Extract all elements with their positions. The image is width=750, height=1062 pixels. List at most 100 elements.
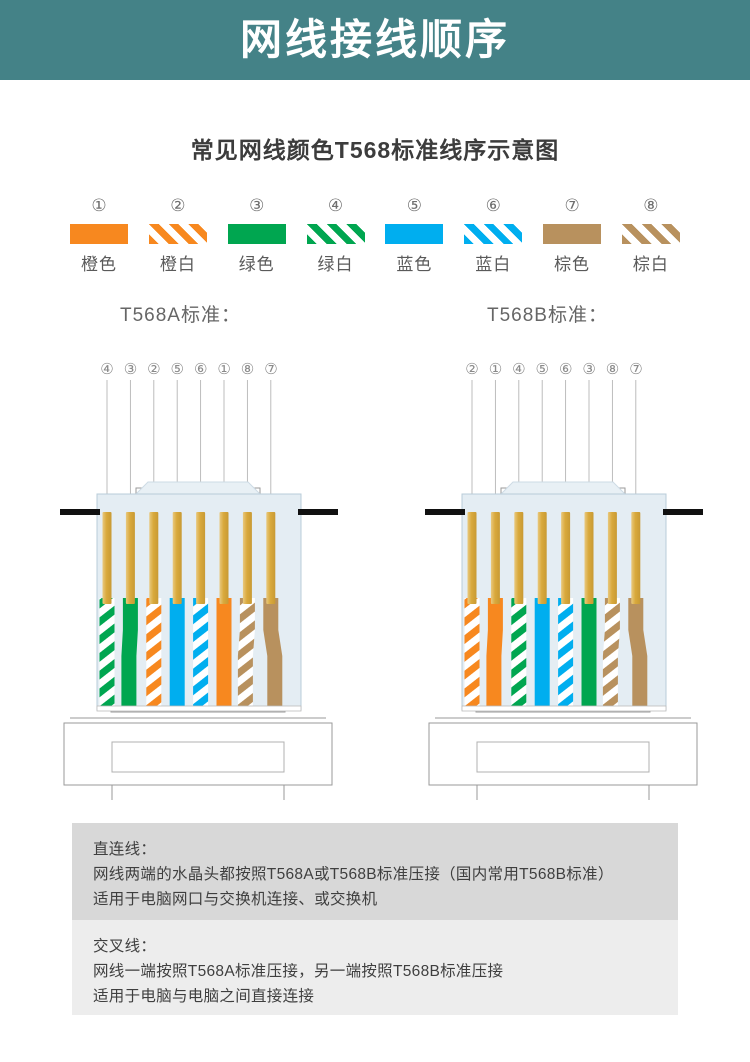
legend-number: ③ (249, 196, 265, 215)
legend-item-绿色: ③ 绿色 (221, 196, 293, 278)
crossover-heading: 交叉线： (93, 938, 157, 955)
contact-pin-3 (149, 512, 159, 604)
header-banner: 网线接线顺序 (0, 0, 750, 80)
contact-pin-8 (266, 512, 276, 604)
wire-brown-white (602, 598, 620, 710)
wire-green-white (99, 598, 115, 710)
contact-pin-2 (490, 512, 500, 604)
wire-blue (169, 598, 185, 710)
pin-number-8: ⑦ (629, 361, 643, 378)
leader-line-group (471, 380, 637, 500)
wire-brown (628, 598, 648, 710)
crossover-line-2: 适用于电脑与电脑之间直接连接 (93, 988, 315, 1005)
legend-item-蓝色: ⑤ 蓝色 (378, 196, 450, 278)
t568a-leader-lines (48, 380, 348, 500)
right-contact-tab (298, 509, 338, 515)
pin-number-5: ⑥ (558, 361, 573, 378)
pin-number-8: ⑦ (264, 361, 278, 378)
contact-pin-5 (561, 512, 571, 604)
rj45-plug-graphic (60, 481, 338, 800)
rj45-plug-graphic (425, 481, 703, 800)
wire-group (464, 512, 648, 710)
pin-number-7: ⑧ (605, 361, 620, 378)
contact-pin-5 (196, 512, 206, 604)
left-contact-tab (60, 509, 100, 515)
legend-label: 棕白 (632, 255, 669, 274)
wire-orange-white (146, 598, 162, 710)
wire-blue (534, 598, 550, 710)
leader-line-group (106, 380, 272, 500)
wire-blue-white (558, 598, 574, 710)
cable-sheath (111, 784, 285, 800)
contact-pin-1 (467, 512, 477, 604)
t568a-title: T568A标准： (120, 305, 241, 326)
legend-label: 棕色 (554, 255, 591, 274)
straight-through-heading: 直连线： (93, 841, 157, 858)
wire-green-white (511, 598, 527, 710)
page-title: 网线接线顺序 (239, 16, 510, 63)
pin-number-4: ⑤ (170, 361, 184, 378)
wire-green (121, 598, 138, 710)
contact-pin-4 (172, 512, 182, 604)
legend-label: 橙白 (159, 255, 196, 274)
wire-swatch-green (227, 224, 286, 244)
t568a-rj45-plug (48, 480, 348, 800)
plug-base-edge (96, 705, 302, 712)
legend-number: ⑤ (406, 196, 422, 215)
wire-swatch-orange-white (148, 224, 207, 244)
contact-pin-6 (584, 512, 594, 604)
legend-number: ④ (327, 196, 344, 215)
pin-number-6: ① (217, 361, 231, 378)
t568b-rj45-plug (413, 480, 713, 800)
plug-latch (134, 481, 262, 495)
contact-pin-7 (607, 512, 617, 604)
straight-through-info-block: 直连线： 网线两端的水晶头都按照T568A或T568B标准压接（国内常用T568… (72, 823, 678, 920)
contact-pin-7 (242, 512, 252, 604)
wire-orange (486, 598, 503, 710)
pin-number-2: ③ (123, 361, 138, 378)
wire-swatch-brown-white (621, 224, 680, 244)
contact-pin-8 (631, 512, 641, 604)
pin-number-4: ⑤ (535, 361, 549, 378)
contact-pin-4 (537, 512, 547, 604)
legend-label: 橙色 (81, 255, 117, 274)
wire-brown (263, 598, 283, 710)
pin-number-2: ① (488, 361, 503, 378)
subtitle: 常见网线颜色T568标准线序示意图 (190, 137, 560, 163)
legend-number: ② (170, 196, 186, 215)
legend-item-橙白: ② 橙白 (142, 196, 214, 278)
contact-pin-3 (514, 512, 524, 604)
legend-number: ⑦ (564, 196, 580, 215)
pin-number-3: ④ (512, 361, 526, 378)
wire-group (99, 512, 283, 710)
wire-orange-white (464, 598, 480, 710)
pin-number-1: ② (465, 361, 479, 378)
straight-through-line-1: 网线两端的水晶头都按照T568A或T568B标准压接（国内常用T568B标准） (93, 866, 614, 883)
contact-pin-6 (219, 512, 229, 604)
plug-base-edge (461, 705, 667, 712)
wire-brown-white (237, 598, 255, 710)
wire-swatch-green-white (306, 224, 365, 244)
pin-number-1: ④ (100, 361, 114, 378)
legend-label: 蓝色 (396, 255, 433, 274)
legend-label: 蓝白 (475, 255, 512, 274)
legend-item-棕色: ⑦ 棕色 (536, 196, 608, 278)
legend-number: ① (91, 196, 107, 215)
wire-swatch-blue-white (464, 224, 523, 244)
wire-swatch-orange (70, 224, 128, 244)
contact-pin-2 (125, 512, 135, 604)
legend-label: 绿白 (317, 255, 354, 274)
legend-label: 绿色 (238, 255, 275, 274)
right-contact-tab (663, 509, 703, 515)
t568b-title: T568B标准： (487, 305, 608, 326)
legend-item-绿白: ④ 绿白 (300, 196, 372, 278)
crossover-info-block: 交叉线： 网线一端按照T568A标准压接，另一端按照T568B标准压接 适用于电… (72, 920, 678, 1015)
